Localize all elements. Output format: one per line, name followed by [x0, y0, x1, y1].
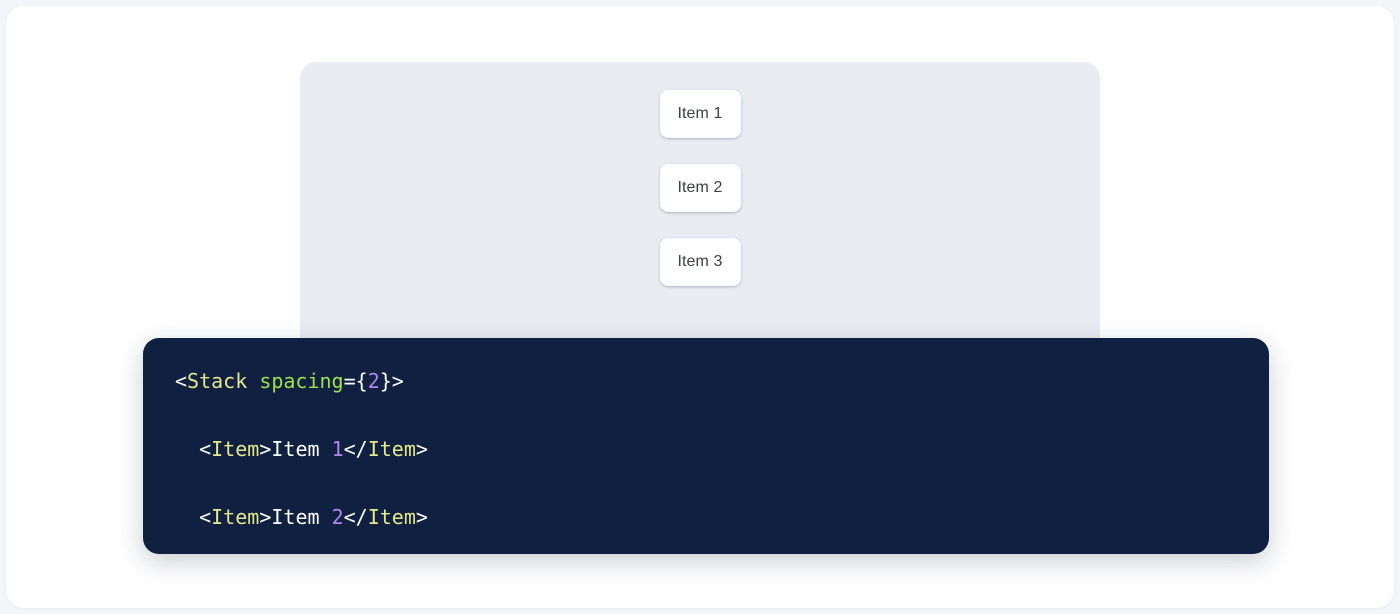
- code-token-punct: <: [199, 437, 212, 461]
- code-token-num: 1: [331, 437, 344, 461]
- code-token-punct: </: [343, 437, 368, 461]
- stack-container: Item 1 Item 2 Item 3: [300, 62, 1100, 286]
- code-token-num: 2: [331, 505, 344, 529]
- stack-item[interactable]: Item 3: [659, 238, 741, 286]
- stack-item-label: Item 3: [677, 253, 723, 270]
- code-token-punct: >: [259, 437, 272, 461]
- code-token-text: Item: [271, 437, 332, 461]
- code-token-tag: Item: [211, 505, 260, 529]
- code-token-punct: <: [175, 369, 188, 393]
- code-token-num: 2: [367, 369, 380, 393]
- stack-item-label: Item 2: [677, 179, 723, 196]
- code-token-punct: [247, 369, 259, 393]
- code-token-punct: =: [343, 369, 356, 393]
- code-token-attr: spacing: [259, 369, 344, 393]
- code-indent: [175, 437, 199, 461]
- code-token-tag: Item: [211, 437, 260, 461]
- stack-item[interactable]: Item 1: [659, 90, 741, 138]
- code-indent: [175, 505, 199, 529]
- code-token-punct: >: [391, 369, 404, 393]
- code-block[interactable]: <Stack spacing={2}> <Item>Item 1</Item> …: [175, 364, 1269, 554]
- code-token-punct: >: [415, 505, 428, 529]
- code-token-tag: Item: [367, 437, 416, 461]
- code-snippet-panel[interactable]: <Stack spacing={2}> <Item>Item 1</Item> …: [143, 338, 1269, 554]
- code-line: <Stack spacing={2}>: [175, 364, 1269, 398]
- code-token-punct: }: [379, 369, 392, 393]
- stack-item[interactable]: Item 2: [659, 164, 741, 212]
- code-token-punct: <: [199, 505, 212, 529]
- code-token-punct: {: [355, 369, 368, 393]
- code-token-text: Item: [271, 505, 332, 529]
- component-preview-panel: Item 1 Item 2 Item 3: [300, 62, 1100, 362]
- stack-item-label: Item 1: [677, 105, 723, 122]
- code-line: <Item>Item 1</Item>: [175, 432, 1269, 466]
- code-line: <Item>Item 2</Item>: [175, 500, 1269, 534]
- code-token-punct: >: [259, 505, 272, 529]
- code-token-tag: Item: [367, 505, 416, 529]
- code-token-punct: >: [415, 437, 428, 461]
- code-token-punct: </: [343, 505, 368, 529]
- code-token-tag: Stack: [187, 369, 248, 393]
